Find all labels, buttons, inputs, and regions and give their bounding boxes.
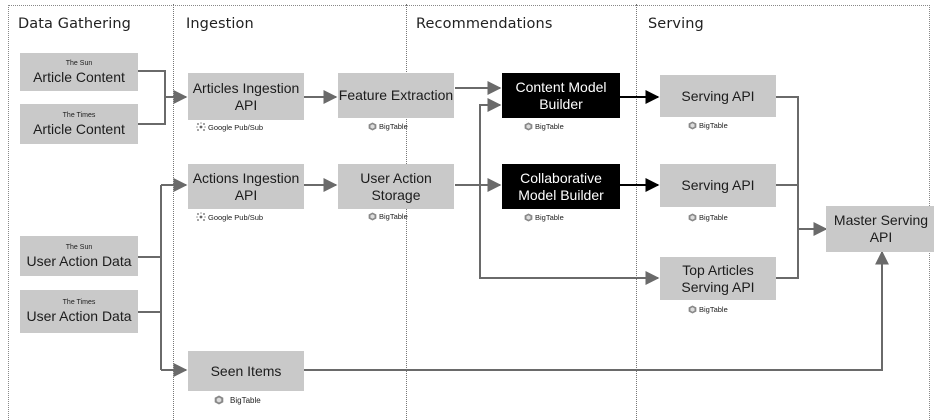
- node-label: Articles Ingestion API: [192, 79, 300, 113]
- source-sun-article-content: The Sun Article Content: [20, 53, 138, 91]
- tech-label: BigTable: [230, 395, 261, 405]
- edge-serving2-to-master: [776, 184, 799, 229]
- lane-title-recommendations: Recommendations: [416, 16, 553, 32]
- content-model-tech: BigTable: [524, 122, 564, 131]
- lane-divider-serving: [636, 4, 637, 420]
- bigtable-icon: [688, 121, 697, 130]
- user-action-storage: User Action Storage: [338, 164, 454, 209]
- edge-storage-up: [479, 98, 502, 185]
- feature-extraction: Feature Extraction: [338, 73, 454, 118]
- source-sun-user-action-data: The Sun User Action Data: [20, 236, 138, 276]
- edge-times-article: [138, 97, 166, 125]
- node-label: Collaborative Model Builder: [518, 169, 604, 203]
- articles-ingestion-api: Articles Ingestion API: [188, 73, 304, 120]
- serving-api-content: Serving API: [660, 75, 776, 117]
- node-label: Top Articles Serving API: [681, 261, 755, 295]
- node-label: Seen Items: [210, 362, 282, 379]
- source-label: Article Content: [33, 120, 125, 137]
- bigtable-icon: [688, 213, 697, 222]
- seen-items-tech: BigTable: [214, 395, 261, 405]
- edge-top-to-master: [776, 222, 828, 279]
- master-serving-api: Master Serving API: [826, 206, 934, 252]
- top-articles-tech: BigTable: [688, 305, 728, 314]
- frame-left-border: [8, 5, 9, 420]
- node-label: User Action Storage: [360, 169, 432, 203]
- bigtable-icon: [368, 212, 377, 221]
- source-label: Article Content: [33, 68, 125, 85]
- node-label: Master Serving API: [833, 212, 929, 245]
- serving-api-collaborative-tech: BigTable: [688, 213, 728, 222]
- tech-label: BigTable: [379, 212, 408, 221]
- source-times-article-content: The Times Article Content: [20, 104, 138, 144]
- serving-api-content-tech: BigTable: [688, 121, 728, 130]
- bigtable-icon: [524, 213, 533, 222]
- source-publisher: The Sun: [65, 59, 93, 67]
- source-publisher: The Times: [62, 299, 96, 306]
- user-action-storage-tech: BigTable: [368, 212, 408, 221]
- edge-storage-bus: [455, 184, 660, 285]
- source-label: User Action Data: [26, 252, 132, 269]
- source-times-user-action-data: The Times User Action Data: [20, 290, 138, 333]
- edge-seen-to-master: [304, 250, 889, 371]
- bigtable-icon: [688, 305, 697, 314]
- tech-label: BigTable: [535, 122, 564, 131]
- lane-title-serving: Serving: [648, 16, 704, 32]
- lane-title-data-gathering: Data Gathering: [18, 16, 131, 32]
- serving-api-collaborative: Serving API: [660, 164, 776, 207]
- seen-items: Seen Items: [188, 351, 304, 391]
- edge-serving1-to-master: [776, 96, 799, 222]
- lane-title-ingestion: Ingestion: [186, 16, 254, 32]
- actions-ingestion-tech: Google Pub/Sub: [196, 212, 263, 222]
- articles-ingestion-tech: Google Pub/Sub: [196, 122, 263, 132]
- source-label: User Action Data: [26, 308, 132, 324]
- bigtable-icon: [524, 122, 533, 131]
- pubsub-icon: [196, 212, 206, 222]
- source-publisher: The Sun: [65, 243, 93, 251]
- tech-label: BigTable: [535, 213, 564, 222]
- tech-label: Google Pub/Sub: [208, 212, 264, 222]
- node-label: Serving API: [681, 87, 755, 104]
- bigtable-icon: [368, 122, 377, 131]
- source-publisher: The Times: [62, 111, 96, 119]
- node-label: Actions Ingestion API: [192, 169, 300, 203]
- edge-sun-article: [138, 70, 166, 97]
- lane-divider-recommendations: [406, 4, 407, 420]
- feature-extraction-tech: BigTable: [368, 122, 408, 131]
- tech-label: BigTable: [379, 122, 408, 131]
- tech-label: BigTable: [699, 305, 728, 314]
- content-model-builder: Content Model Builder: [502, 73, 620, 118]
- node-label: Feature Extraction: [338, 87, 454, 103]
- node-label: Content Model Builder: [515, 78, 607, 112]
- node-label: Serving API: [681, 177, 755, 193]
- pubsub-icon: [196, 122, 206, 132]
- lane-divider-ingestion: [173, 4, 174, 420]
- frame-top-border: [8, 5, 930, 6]
- tech-label: BigTable: [699, 121, 728, 130]
- collaborative-model-builder: Collaborative Model Builder: [502, 164, 620, 209]
- tech-label: Google Pub/Sub: [208, 122, 264, 132]
- tech-label: BigTable: [699, 213, 728, 222]
- top-articles-serving-api: Top Articles Serving API: [660, 257, 776, 300]
- bigtable-icon: [214, 395, 224, 405]
- actions-ingestion-api: Actions Ingestion API: [188, 164, 304, 209]
- collaborative-model-tech: BigTable: [524, 213, 564, 222]
